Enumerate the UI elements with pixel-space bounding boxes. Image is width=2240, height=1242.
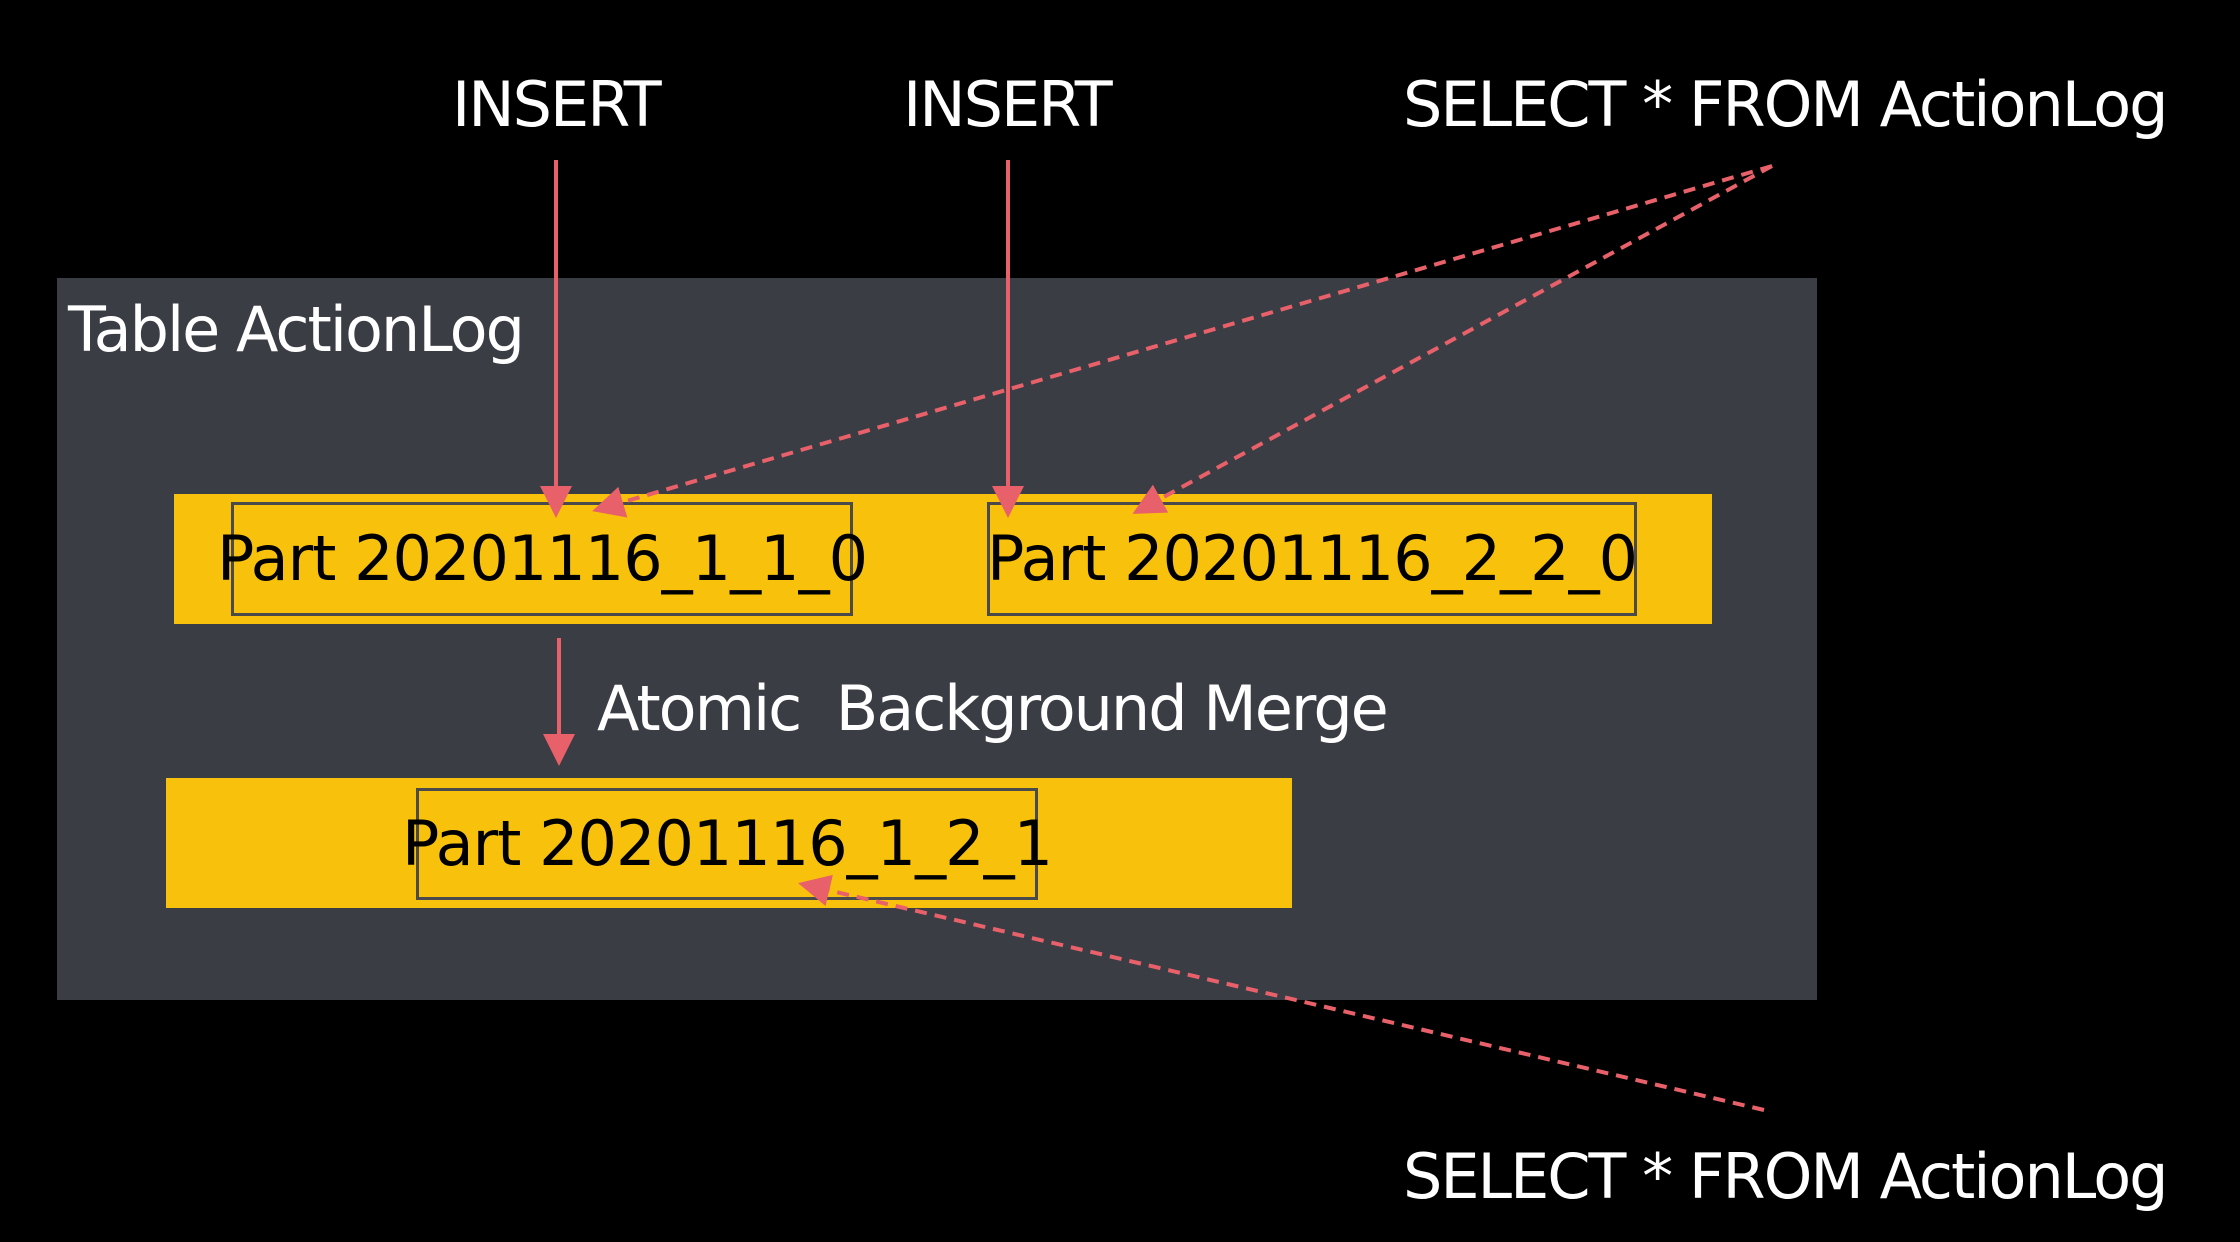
insert-label-1: INSERT [452, 68, 662, 141]
table-panel: Table ActionLog Part 20201116_1_1_0 Part… [57, 278, 1817, 1000]
part-box: Part 20201116_1_2_1 [402, 788, 1053, 900]
parts-strip-before: Part 20201116_1_1_0 Part 20201116_2_2_0 [174, 494, 1712, 624]
merge-label: Atomic Background Merge [597, 672, 1389, 745]
part-box: Part 20201116_2_2_0 [987, 502, 1638, 616]
insert-label-2: INSERT [903, 68, 1113, 141]
select-query-top: SELECT * FROM ActionLog [1403, 68, 2168, 141]
select-query-bottom: SELECT * FROM ActionLog [1403, 1140, 2168, 1213]
part-box: Part 20201116_1_1_0 [217, 502, 868, 616]
parts-strip-after: Part 20201116_1_2_1 [166, 778, 1292, 908]
table-title: Table ActionLog [68, 293, 525, 366]
